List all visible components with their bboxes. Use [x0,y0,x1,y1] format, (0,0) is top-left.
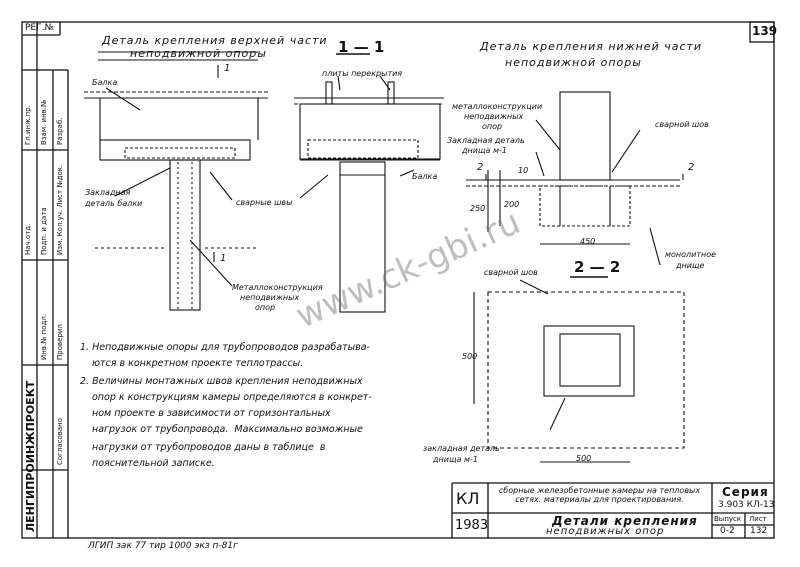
side-stamp-row-6: Разраб. [56,117,64,145]
label-balka-right: Балка [412,172,438,181]
side-stamp-row-4: Согласовано [56,417,64,465]
label-zakl-detal-bottom-2: днища м-1 [433,455,478,464]
note-line-4: опор к конструкциям камеры определяются … [92,392,372,403]
side-stamp-row-1: Инв.№ подл. [40,313,48,360]
note-line-5: ном проекте в зависимости от горизонталь… [92,408,331,419]
detail-top-subtitle: неподвижной опоры [130,47,267,60]
label-zakladnaya-balki-1: Закладная [85,188,131,197]
label-svarnoy-shov: сварной шов [655,120,709,129]
title-block-list-label: Лист [749,515,767,523]
reg-number-label: РЕГ.№ [25,23,54,33]
dim-200: 200 [504,200,520,209]
title-block-list-value: 132 [750,526,768,536]
label-metallokonstr-1: Металлоконструкция [232,283,323,292]
side-stamp-row-3: Взам. инв.№ [40,99,48,145]
label-svarnoy-shov-2: сварной шов [484,268,538,277]
section-1-1-title: 1 — 1 [338,38,385,56]
sheet-page-number: 139 [752,24,778,38]
detail-top-title: Деталь крепления верхней части [102,34,328,47]
side-stamp-row-7: Проверил [56,324,64,360]
sheet-frame [21,21,775,539]
label-zakl-detal-bottom-1: закладная деталь [423,444,500,453]
detail-bottom-subtitle: неподвижной опоры [505,56,642,69]
side-stamp-row-2: Подп. и дата [40,207,48,255]
label-zakl-detal-dnischa-1: Закладная деталь [447,136,525,145]
section-2-2-title: 2 — 2 [574,258,621,276]
label-monolitnoe-2: днище [676,261,705,270]
label-monolitnoe-1: монолитное [665,250,717,259]
side-stamp-row-5: Изм. Кол.уч. Лист №док. [56,164,64,255]
side-stamp-row-8: Нач.отд. [24,223,32,255]
title-block-series-label: Серия [722,485,769,499]
dim-500-horizontal: 500 [576,454,592,463]
title-block-series-value: 3.903 КЛ-13 [718,500,775,510]
print-note: ЛГИП зак 77 тир 1000 экз п-81г [88,541,238,551]
title-block-year: 1983 [455,518,489,533]
title-block-vypusk-value: 0-2 [720,526,735,536]
dim-500-vertical: 500 [462,352,478,361]
section-marker-1-top: 1 [224,63,231,74]
label-zakl-detal-dnischa-2: днища м-1 [462,146,507,155]
side-stamp-org: ЛЕНГИПРОИНЖПРОЕКТ [24,380,37,532]
label-metallokonstr-r2: неподвижных [464,112,524,121]
title-block-kl: КЛ [456,489,480,508]
dim-10: 10 [518,166,529,175]
label-svarnye-shvy: сварные швы [236,198,293,207]
label-zakladnaya-balki-2: деталь балки [85,199,143,208]
note-line-6: нагрузок от трубопровода. Максимально во… [92,424,363,435]
section-marker-2-right: 2 [688,162,695,173]
note-line-2: ются в конкретном проекте теплотрассы. [92,358,304,369]
title-block-series-caption: сборные железобетонные камеры на тепловы… [498,486,701,504]
dim-250: 250 [470,204,486,213]
label-metallokonstr-r1: металлоконструкции [452,102,543,111]
section-marker-2-left: 2 [477,162,484,173]
dim-450: 450 [580,237,596,246]
side-stamp-row-9: Гл.инж.пр. [24,105,32,145]
title-block-drawing-title-2: неподвижных опор [546,526,665,537]
label-balka-left: Балка [92,78,118,87]
note-line-8: пояснительной записке. [92,458,215,469]
label-metallokonstr-r3: опор [482,122,503,131]
label-metallokonstr-3: опор [255,303,276,312]
note-line-7: нагрузки от трубопроводов даны в таблице… [92,442,326,453]
label-plity-perekrytiya: плиты перекрытия [322,69,403,78]
section-marker-1-bottom: 1 [220,253,227,264]
note-line-1: 1. Неподвижные опоры для трубопроводов р… [80,342,370,353]
detail-bottom-title: Деталь крепления нижней части [480,40,703,53]
label-metallokonstr-2: неподвижных [240,293,300,302]
title-block-vypusk-label: Выпуск [714,515,742,523]
note-line-3: 2. Величины монтажных швов крепления неп… [80,376,363,387]
title-block-drawing-title-1: Детали крепления [552,514,698,528]
